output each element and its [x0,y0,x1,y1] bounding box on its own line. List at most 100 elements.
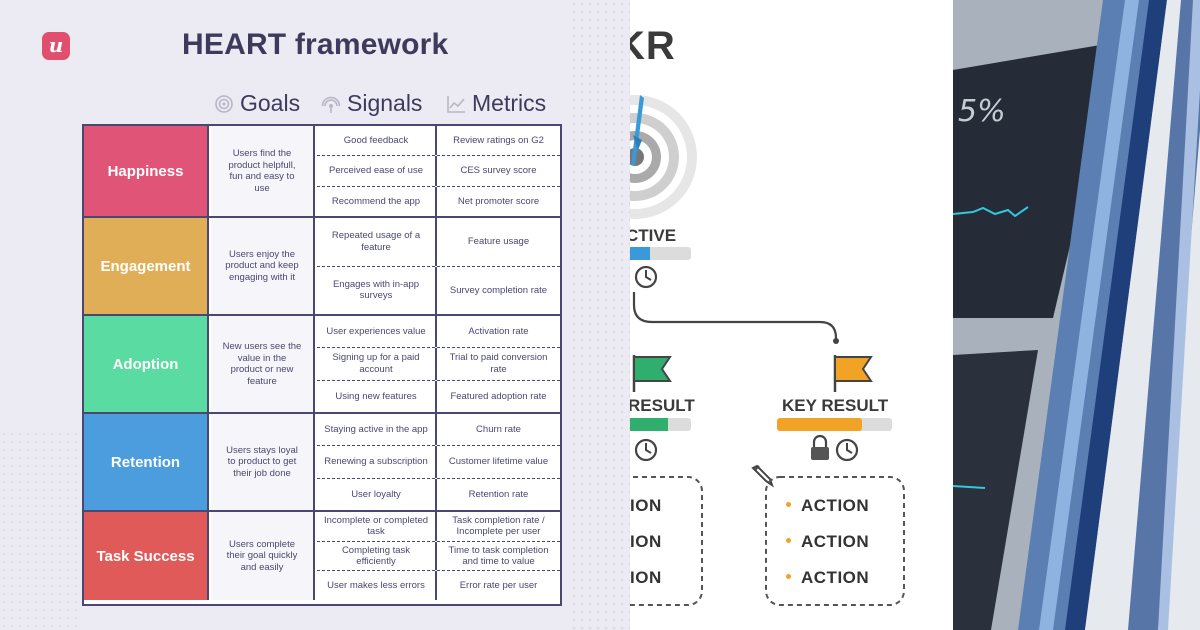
green-flag-icon [632,355,672,392]
category-cell: Engagement [84,218,209,314]
action-item: ACTION [786,532,869,552]
category-cell: Adoption [84,316,209,412]
signal-cell: User makes less errors [317,571,437,601]
signal-metric-pair: User loyalty Retention rate [317,478,560,510]
signal-cell: Staying active in the app [317,414,437,446]
action-label: ACTION [801,496,870,515]
key-result-label: RESULT [630,396,695,415]
metric-cell: Survey completion rate [449,284,548,296]
category-cell: Happiness [84,126,209,216]
orange-flag-icon [833,355,873,392]
bullet-icon [786,502,791,508]
goal-cell: Users find the product helpfull, fun and… [211,126,315,216]
metric-cell: Retention rate [468,488,529,500]
category-cell: Retention [84,414,209,510]
signal-cell: Signing up for a paid account [317,348,437,380]
column-header-metrics: Metrics [446,90,546,117]
action-item: ION [630,496,662,515]
signal-metric-pair: Engages with in-app surveys Survey comple… [317,266,560,314]
line-chart-icon [447,95,465,113]
target-icon [215,94,233,113]
signal-cell: Good feedback [317,126,437,156]
metric-cell: Net promoter score [457,195,540,207]
metric-cell: Task completion rate / Incomplete per us… [452,514,545,538]
signal-metric-pair: Signing up for a paid account Trial to pa… [317,348,560,381]
signal-metric-cells: Incomplete or completed task Task complet… [317,512,560,601]
signal-cell: User loyalty [317,478,437,510]
column-header-label: Goals [240,90,301,116]
signal-cell: Completing task efficiently [317,541,437,571]
heart-framework-panel: u HEART framework Goals Signals [0,0,630,630]
okr-title: KR [630,24,676,68]
target-icon [630,95,697,219]
column-header-goals: Goals [214,90,300,117]
signal-metric-pair: Good feedback Review ratings on G2 [317,126,560,157]
signal-cell: User experiences value [317,316,437,348]
signal-metric-cells: Good feedback Review ratings on G2 Perceiv… [317,126,560,216]
dot-pattern [0,430,80,630]
dashboard-photo [953,0,1200,630]
action-list-box [630,476,703,606]
signal-metric-pair: Using new features Featured adoption rate [317,380,560,412]
metric-cell: CES survey score [460,165,537,177]
signal-cell: Recommend the app [317,186,437,216]
action-item: ACTION [786,568,869,588]
metric-cell: Feature usage [467,236,530,247]
signal-metric-pair: Completing task efficiently Time to task … [317,541,560,572]
pencil-icon [751,464,774,488]
action-item: ION [630,568,662,587]
category-cell: Task Success [84,512,209,600]
key-result-progress-bar [630,418,691,431]
key-result-label: KEY RESULT [782,396,889,415]
column-header-label: Signals [347,90,423,116]
signal-metric-pair: Renewing a subscription Customer lifetime… [317,446,560,479]
signal-cell: Renewing a subscription [317,446,437,478]
metric-cell: Churn rate [476,423,521,435]
action-label: ACTION [801,532,870,551]
metric-cell: Featured adoption rate [450,390,547,402]
page-title: HEART framework [182,28,449,61]
signal-cell: Using new features [317,380,437,412]
column-header-signals: Signals [321,90,422,117]
bullet-icon [786,574,791,580]
bullet-icon [786,538,791,544]
key-result-progress-bar [777,418,892,431]
metric-cell: Trial to paid conversion rate [449,352,548,375]
signal-icon [321,96,341,113]
objective-progress-bar [630,247,691,260]
metric-cell: Review ratings on G2 [453,134,544,146]
metric-cell: Error rate per user [459,579,538,591]
signal-cell: Incomplete or completed task [317,512,437,541]
signal-metric-pair: Incomplete or completed task Task complet… [317,512,560,542]
signal-metric-pair: Staying active in the app Churn rate [317,414,560,447]
okr-panel: KR [630,0,953,630]
lock-icon [811,434,829,460]
goal-cell: New users see the value in the product o… [211,316,315,412]
action-label: ACTION [801,568,870,587]
goal-cell: Users complete their goal quickly and ea… [211,512,315,600]
signal-metric-pair: User experiences value Activation rate [317,316,560,349]
metric-cell: Activation rate [468,325,529,337]
metric-cell: Time to task completion and time to valu… [448,544,549,568]
action-item: ACTION [786,496,869,516]
column-header-label: Metrics [472,90,547,116]
signal-metric-pair: User makes less errors Error rate per use… [317,571,560,601]
clock-icon [634,265,658,289]
signal-cell: Engages with in-app surveys [317,266,437,314]
clock-icon [634,438,658,462]
percentage-readout: 5% [958,94,1006,129]
goal-cell: Users enjoy the product and keep engagin… [211,218,315,314]
okr-diagram [630,95,905,606]
metric-cell: Customer lifetime value [448,456,549,468]
dot-pattern [570,0,630,630]
